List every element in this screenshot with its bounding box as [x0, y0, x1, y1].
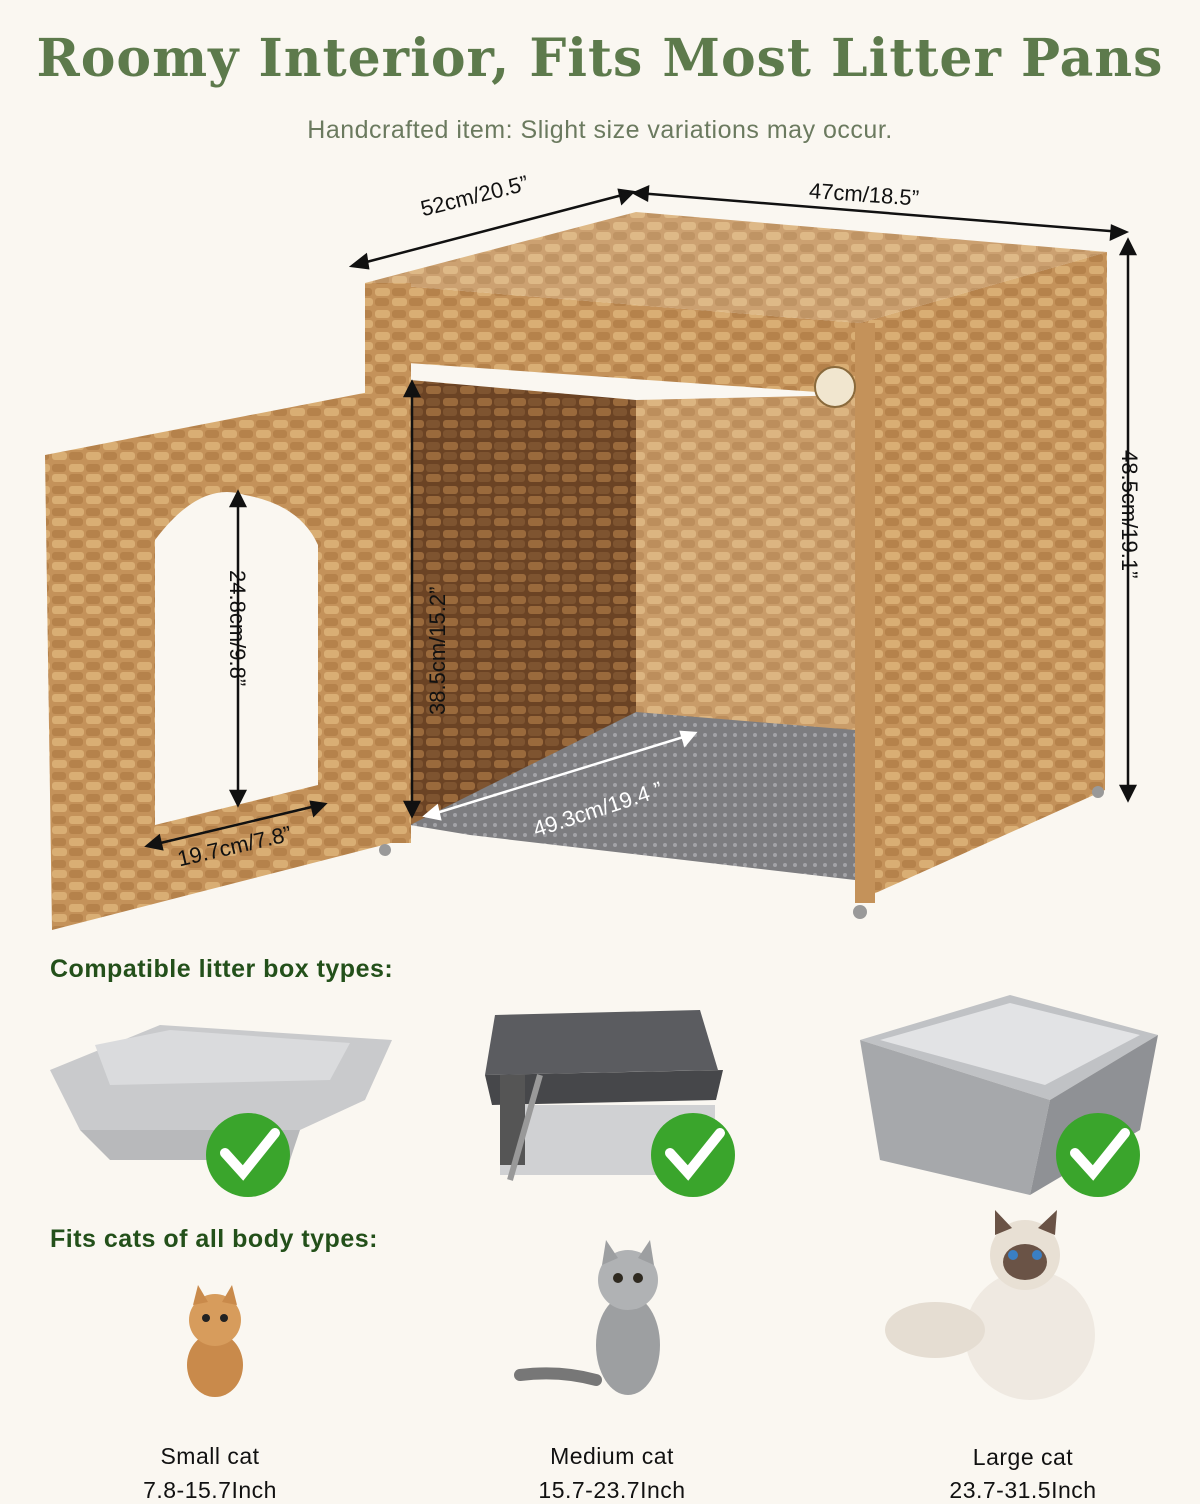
foot — [1092, 786, 1104, 798]
right-side-panel — [860, 252, 1107, 900]
page-title: Roomy Interior, Fits Most Litter Pans — [36, 28, 1164, 89]
floor-dimension-line — [422, 730, 698, 821]
door-cat-opening — [155, 492, 318, 825]
cats-heading: Fits cats of all body types: — [50, 1225, 378, 1253]
medium-cat-image — [514, 1240, 660, 1395]
small-cat-image — [187, 1285, 243, 1397]
inner-left-wall — [410, 380, 636, 825]
foot — [379, 844, 391, 856]
door-height-label: 24.8cm/9.8” — [225, 570, 250, 687]
inner-back-wall — [636, 395, 855, 765]
front-header-band — [365, 283, 860, 395]
inner-height-label: 38.5cm/15.2” — [425, 586, 450, 715]
top-frame — [365, 212, 1107, 323]
rattan-litter-box-illustration — [45, 185, 1138, 930]
check-icon — [651, 1113, 735, 1197]
check-icon — [206, 1113, 290, 1197]
page-subtitle: Handcrafted item: Slight size variations… — [307, 116, 893, 144]
cat-label-medium: Medium cat — [550, 1443, 674, 1469]
litter-mat — [410, 712, 855, 880]
cat-range-large: 23.7-31.5Inch — [949, 1477, 1097, 1503]
foot — [853, 905, 867, 919]
latch-knob — [814, 366, 856, 408]
litter-box-types — [50, 995, 1158, 1197]
large-cat-image — [885, 1210, 1095, 1400]
cat-range-small: 7.8-15.7Inch — [143, 1477, 277, 1503]
cat-illustrations — [187, 1210, 1095, 1400]
cat-label-large: Large cat — [972, 1444, 1074, 1470]
dimension-lines — [144, 185, 1138, 851]
compatible-heading: Compatible litter box types: — [50, 955, 394, 983]
cat-label-small: Small cat — [160, 1443, 260, 1469]
cat-range-medium: 15.7-23.7Inch — [538, 1477, 686, 1503]
check-icon — [1056, 1113, 1140, 1197]
front-right-post — [855, 323, 875, 903]
height-label: 48.5cm/19.1” — [1117, 450, 1142, 579]
